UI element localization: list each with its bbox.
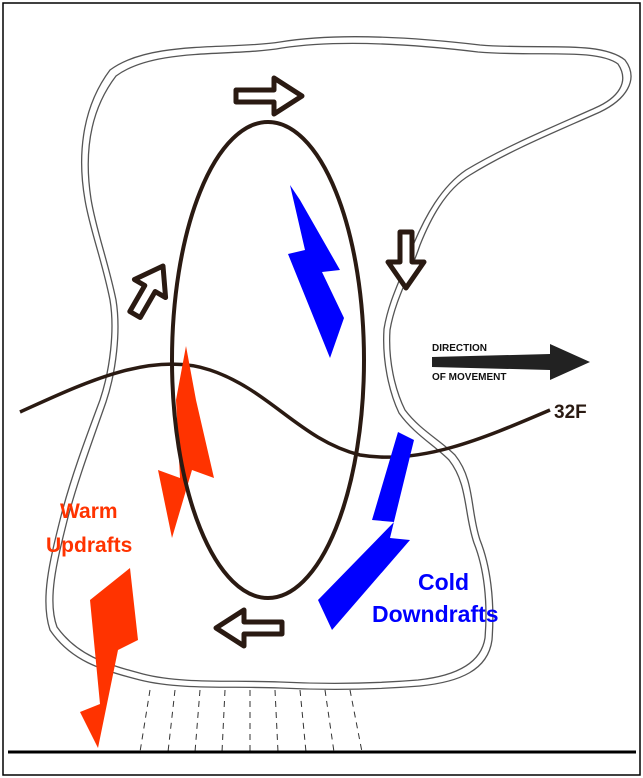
direction-label-line1: DIRECTION	[432, 343, 487, 354]
cold-downdrafts-label-line1: Cold	[418, 569, 469, 595]
direction-label-line2: OF MOVEMENT	[432, 372, 506, 383]
freezing-level-label: 32F	[554, 402, 587, 423]
warm-updrafts-label-line1: Warm	[60, 500, 118, 523]
cold-downdrafts-label-line2: Downdrafts	[372, 601, 499, 627]
warm-updrafts-label-line2: Updrafts	[46, 534, 132, 557]
